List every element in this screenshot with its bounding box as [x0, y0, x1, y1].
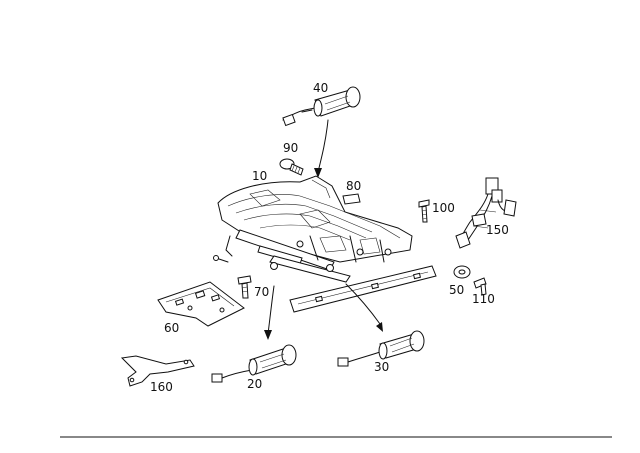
callout-label: 40 [313, 81, 328, 95]
callout-label: 90 [283, 141, 298, 155]
callout-label: 100 [432, 201, 455, 215]
arrow-30 [345, 283, 383, 332]
pad-80[interactable] [342, 193, 361, 205]
motor-20[interactable] [211, 344, 297, 383]
bracket-160[interactable] [120, 355, 195, 387]
bolt-70[interactable] [237, 275, 252, 299]
motor-30[interactable] [337, 330, 425, 367]
callout-label: 50 [449, 283, 464, 297]
motor-40[interactable] [282, 86, 361, 127]
callout-label: 80 [346, 179, 361, 193]
callout-label: 60 [164, 321, 179, 335]
screw-100[interactable] [418, 199, 430, 223]
screw-110[interactable] [473, 277, 487, 296]
grommet-50[interactable] [453, 265, 471, 279]
arrow-40 [314, 119, 329, 178]
arrow-20 [264, 285, 275, 340]
callout-label: 160 [150, 380, 173, 394]
bolt-90[interactable] [279, 158, 304, 176]
callout-label: 70 [254, 285, 269, 299]
wiring-harness-150[interactable] [455, 177, 517, 249]
seat-frame-10[interactable] [213, 175, 437, 313]
callout-label: 150 [486, 223, 509, 237]
callout-label: 110 [472, 292, 495, 306]
callout-label: 20 [247, 377, 262, 391]
mounting-plate-60[interactable] [157, 281, 245, 327]
callout-label: 30 [374, 360, 389, 374]
callout-label: 10 [252, 169, 267, 183]
